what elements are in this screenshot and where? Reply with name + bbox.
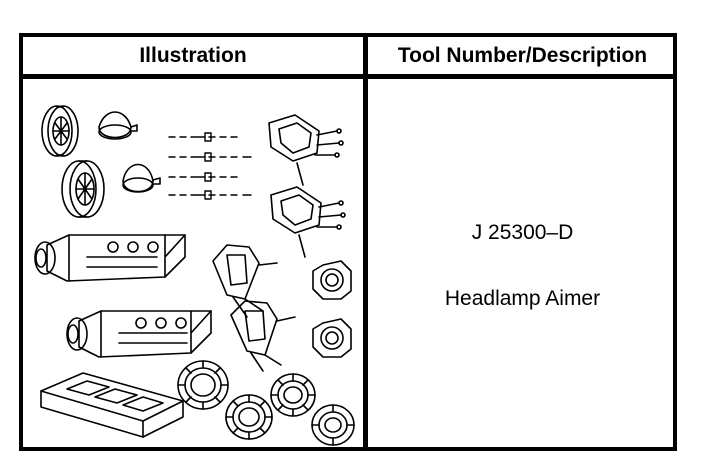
aimer-unit-1 [34,234,186,282]
aimer-hood-1 [212,244,278,318]
ribbed-ring-2 [225,394,273,440]
tool-description: Headlamp Aimer [444,287,601,310]
aimer-unit-2 [66,310,212,358]
adapter-ring-1 [312,260,352,300]
mounting-bracket-1 [268,114,344,186]
description-cell: J 25300–D Headlamp Aimer [368,79,677,447]
header-illustration: Illustration [139,43,247,67]
ribbed-ring-4 [311,404,355,446]
tool-illustration [27,85,359,447]
ribbed-ring-1 [177,360,229,410]
reflector-bowl-2 [122,163,161,193]
reflector-disc-1 [41,105,79,157]
ribbed-ring-3 [270,373,316,417]
mounting-bracket-2 [270,186,346,258]
tool-table: Illustration Tool Number/Description [19,33,677,451]
header-divider [23,74,673,79]
header-tool-number-description: Tool Number/Description [397,43,648,67]
storage-case [40,372,184,438]
reflector-bowl-1 [98,111,138,140]
aimer-hood-2 [230,300,296,372]
tool-number: J 25300–D [471,221,574,244]
adapter-ring-2 [312,318,352,358]
reflector-disc-2 [61,160,105,218]
adapter-rods [168,132,252,200]
column-divider [363,37,368,447]
